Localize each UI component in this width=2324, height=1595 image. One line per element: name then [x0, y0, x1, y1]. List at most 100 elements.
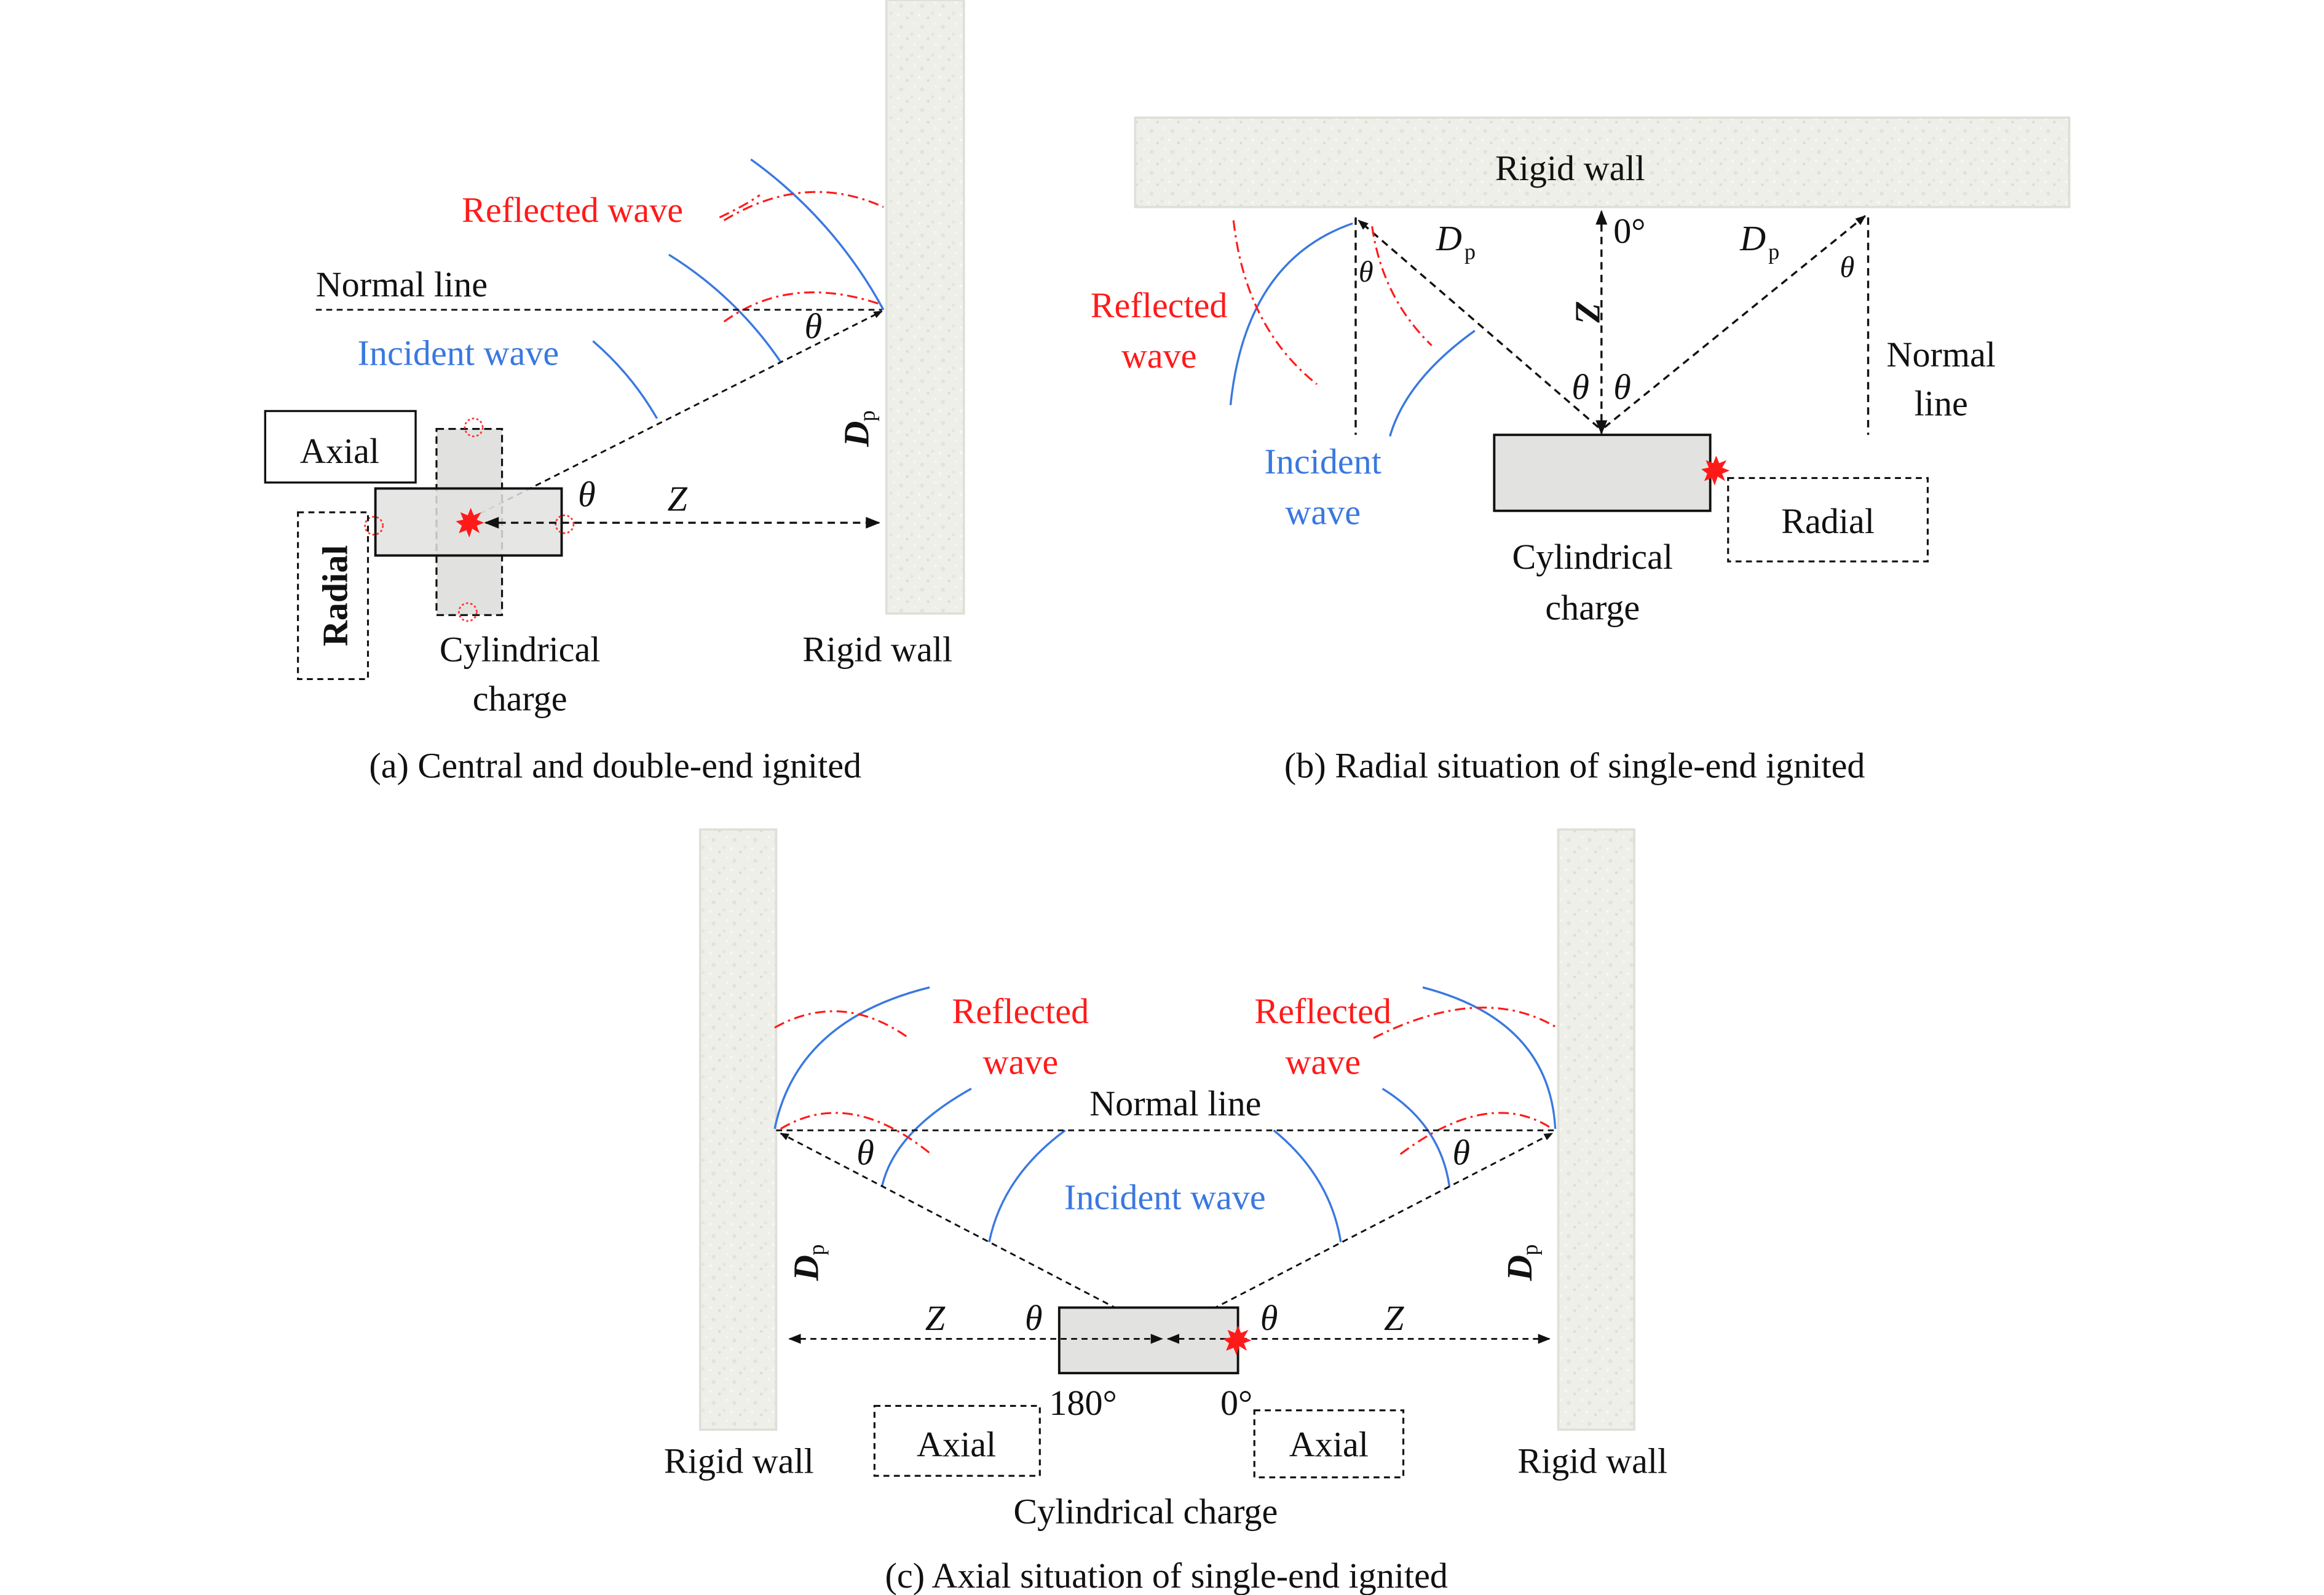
deg-0-label: 0° [1220, 1383, 1252, 1423]
reflected-wave-label-c-right-1: Reflected [1254, 991, 1391, 1031]
dp-line-c-right [1166, 1132, 1554, 1334]
zero-deg-label-b: 0° [1613, 211, 1645, 251]
theta-label-b-right: θ [1840, 251, 1855, 284]
reflected-wave-arc-c-right-lower [1399, 1112, 1553, 1155]
charge-label-b-2: charge [1545, 588, 1640, 628]
panel-c: Reflected wave Reflected wave Normal lin… [664, 828, 1667, 1595]
deg-180-label: 180° [1049, 1383, 1117, 1423]
incident-wave-label-c: Incident wave [1064, 1177, 1266, 1217]
radial-label-a: Radial [315, 545, 355, 646]
reflected-wave-label-c-right-2: wave [1285, 1042, 1361, 1082]
reflected-wave-label-b-2: wave [1121, 336, 1197, 376]
dp-line-b-right [1603, 215, 1867, 429]
theta-label-c-right: θ [1453, 1133, 1471, 1173]
reflected-wave-label-b-1: Reflected [1091, 285, 1228, 325]
normal-line-label-a: Normal line [316, 264, 488, 304]
reflected-wave-label-a: Reflected wave [462, 190, 683, 230]
incident-wave-label-b-2: wave [1285, 493, 1361, 532]
radial-box-a [297, 511, 370, 681]
dp-label-c-right: D p [1500, 1245, 1543, 1281]
incident-wave-label-a: Incident wave [358, 333, 559, 373]
charge-label-a-1: Cylindrical [440, 629, 601, 669]
z-label-c-right: Z [1384, 1298, 1404, 1338]
dp-label-c-left: D p [786, 1245, 829, 1281]
rigid-wall-label-c-right: Rigid wall [1517, 1441, 1667, 1481]
reflected-wave-arc-b-inner [1371, 226, 1433, 347]
incident-wave-arc-b-outer [1229, 222, 1353, 405]
dp-sub-b-right: p [1768, 239, 1779, 264]
reflected-wave-arc-c-right-upper [1373, 1007, 1557, 1039]
panel-b: Rigid wall Radial Reflected wave Inciden… [1091, 116, 2071, 785]
theta-label-c-left: θ [856, 1133, 874, 1173]
incident-wave-arc-c-right-inner [1273, 1130, 1342, 1243]
axial-label-a: Axial [300, 431, 379, 471]
theta-label-a-top: θ [804, 306, 822, 346]
dp-label-a: D p [837, 410, 880, 447]
radial-box-b [1727, 477, 1929, 563]
svg-text:p: p [804, 1245, 829, 1256]
reflected-wave-arc-upper [723, 191, 884, 221]
charge-label-c: Cylindrical charge [1013, 1492, 1278, 1532]
rigid-wall-c-left [699, 828, 778, 1431]
incident-wave-arc-outer [750, 158, 885, 311]
svg-text:p: p [1518, 1245, 1543, 1256]
incident-wave-label-b-1: Incident [1264, 441, 1381, 481]
caption-a: (a) Central and double-end ignited [369, 745, 861, 785]
radial-label-b: Radial [1781, 501, 1875, 541]
theta-label-b-left: θ [1359, 256, 1373, 288]
ignition-burst-icon-c [1223, 1325, 1252, 1356]
ignition-burst-icon-b [1701, 456, 1730, 486]
normal-line-label-c: Normal line [1089, 1083, 1261, 1123]
rigid-wall-label-a: Rigid wall [802, 629, 952, 669]
theta-label-b-mid-right: θ [1613, 367, 1631, 407]
incident-wave-arc-c-right-outer [1422, 986, 1557, 1129]
reflected-wave-arc-lower [723, 291, 880, 323]
normal-line-label-b-2: line [1915, 384, 1968, 424]
reflected-wave-label-c-left-1: Reflected [952, 991, 1089, 1031]
reflected-wave-arc-b-outer [1232, 220, 1318, 386]
incident-wave-arc-c-right-mid [1381, 1088, 1451, 1187]
svg-text:p: p [855, 410, 879, 421]
incident-wave-arc-c-left-inner [988, 1129, 1066, 1243]
svg-text:D: D [837, 421, 877, 448]
ignition-burst-icon [456, 507, 484, 538]
theta-label-c-charge-left: θ [1025, 1298, 1043, 1338]
reflected-wave-leader [719, 194, 761, 219]
axial-label-c-right: Axial [1289, 1425, 1369, 1465]
panel-a: Reflected wave Normal line Incident wave… [264, 0, 965, 785]
dp-line-a [479, 310, 883, 515]
incident-wave-arc-inner [592, 340, 658, 419]
axial-box-a [264, 410, 417, 484]
charge-label-b-1: Cylindrical [1512, 537, 1673, 577]
svg-text:D: D [1500, 1255, 1539, 1281]
rigid-wall-c-right [1557, 828, 1635, 1431]
axial-label-c-left: Axial [917, 1425, 996, 1465]
theta-label-c-charge-right: θ [1260, 1298, 1278, 1338]
rigid-wall-label-b: Rigid wall [1495, 148, 1645, 188]
rigid-wall-label-c-left: Rigid wall [664, 1441, 814, 1481]
dp-label-b-left: D [1436, 218, 1462, 258]
z-label-a: Z [668, 479, 688, 519]
axial-box-c-right [1253, 1409, 1405, 1479]
reflected-wave-arc-c-left-upper [774, 1010, 909, 1039]
dp-label-b-right: D [1739, 218, 1766, 258]
theta-label-a-charge: θ [578, 475, 596, 515]
charge-label-a-2: charge [473, 678, 567, 718]
caption-b: (b) Radial situation of single-end ignit… [1284, 745, 1865, 785]
cylindrical-charge-b [1493, 433, 1712, 512]
reflected-wave-label-c-left-2: wave [982, 1042, 1058, 1082]
reflected-wave-arc-c-left-lower [780, 1112, 932, 1155]
normal-line-label-b-1: Normal [1886, 334, 1996, 374]
z-label-b: Z [1568, 301, 1608, 324]
rigid-wall-b [1134, 116, 2071, 208]
rigid-wall-a [885, 0, 965, 615]
dp-line-c-left [780, 1132, 1164, 1334]
cylindrical-charge-c [1057, 1306, 1239, 1375]
dp-sub-b-left: p [1464, 239, 1476, 264]
caption-c: (c) Axial situation of single-end ignite… [885, 1556, 1448, 1595]
z-label-c-left: Z [925, 1298, 946, 1338]
incident-wave-arc-c-left-outer [773, 986, 930, 1130]
incident-wave-arc-b-inner [1389, 330, 1476, 437]
incident-wave-arc-mid [668, 253, 782, 363]
